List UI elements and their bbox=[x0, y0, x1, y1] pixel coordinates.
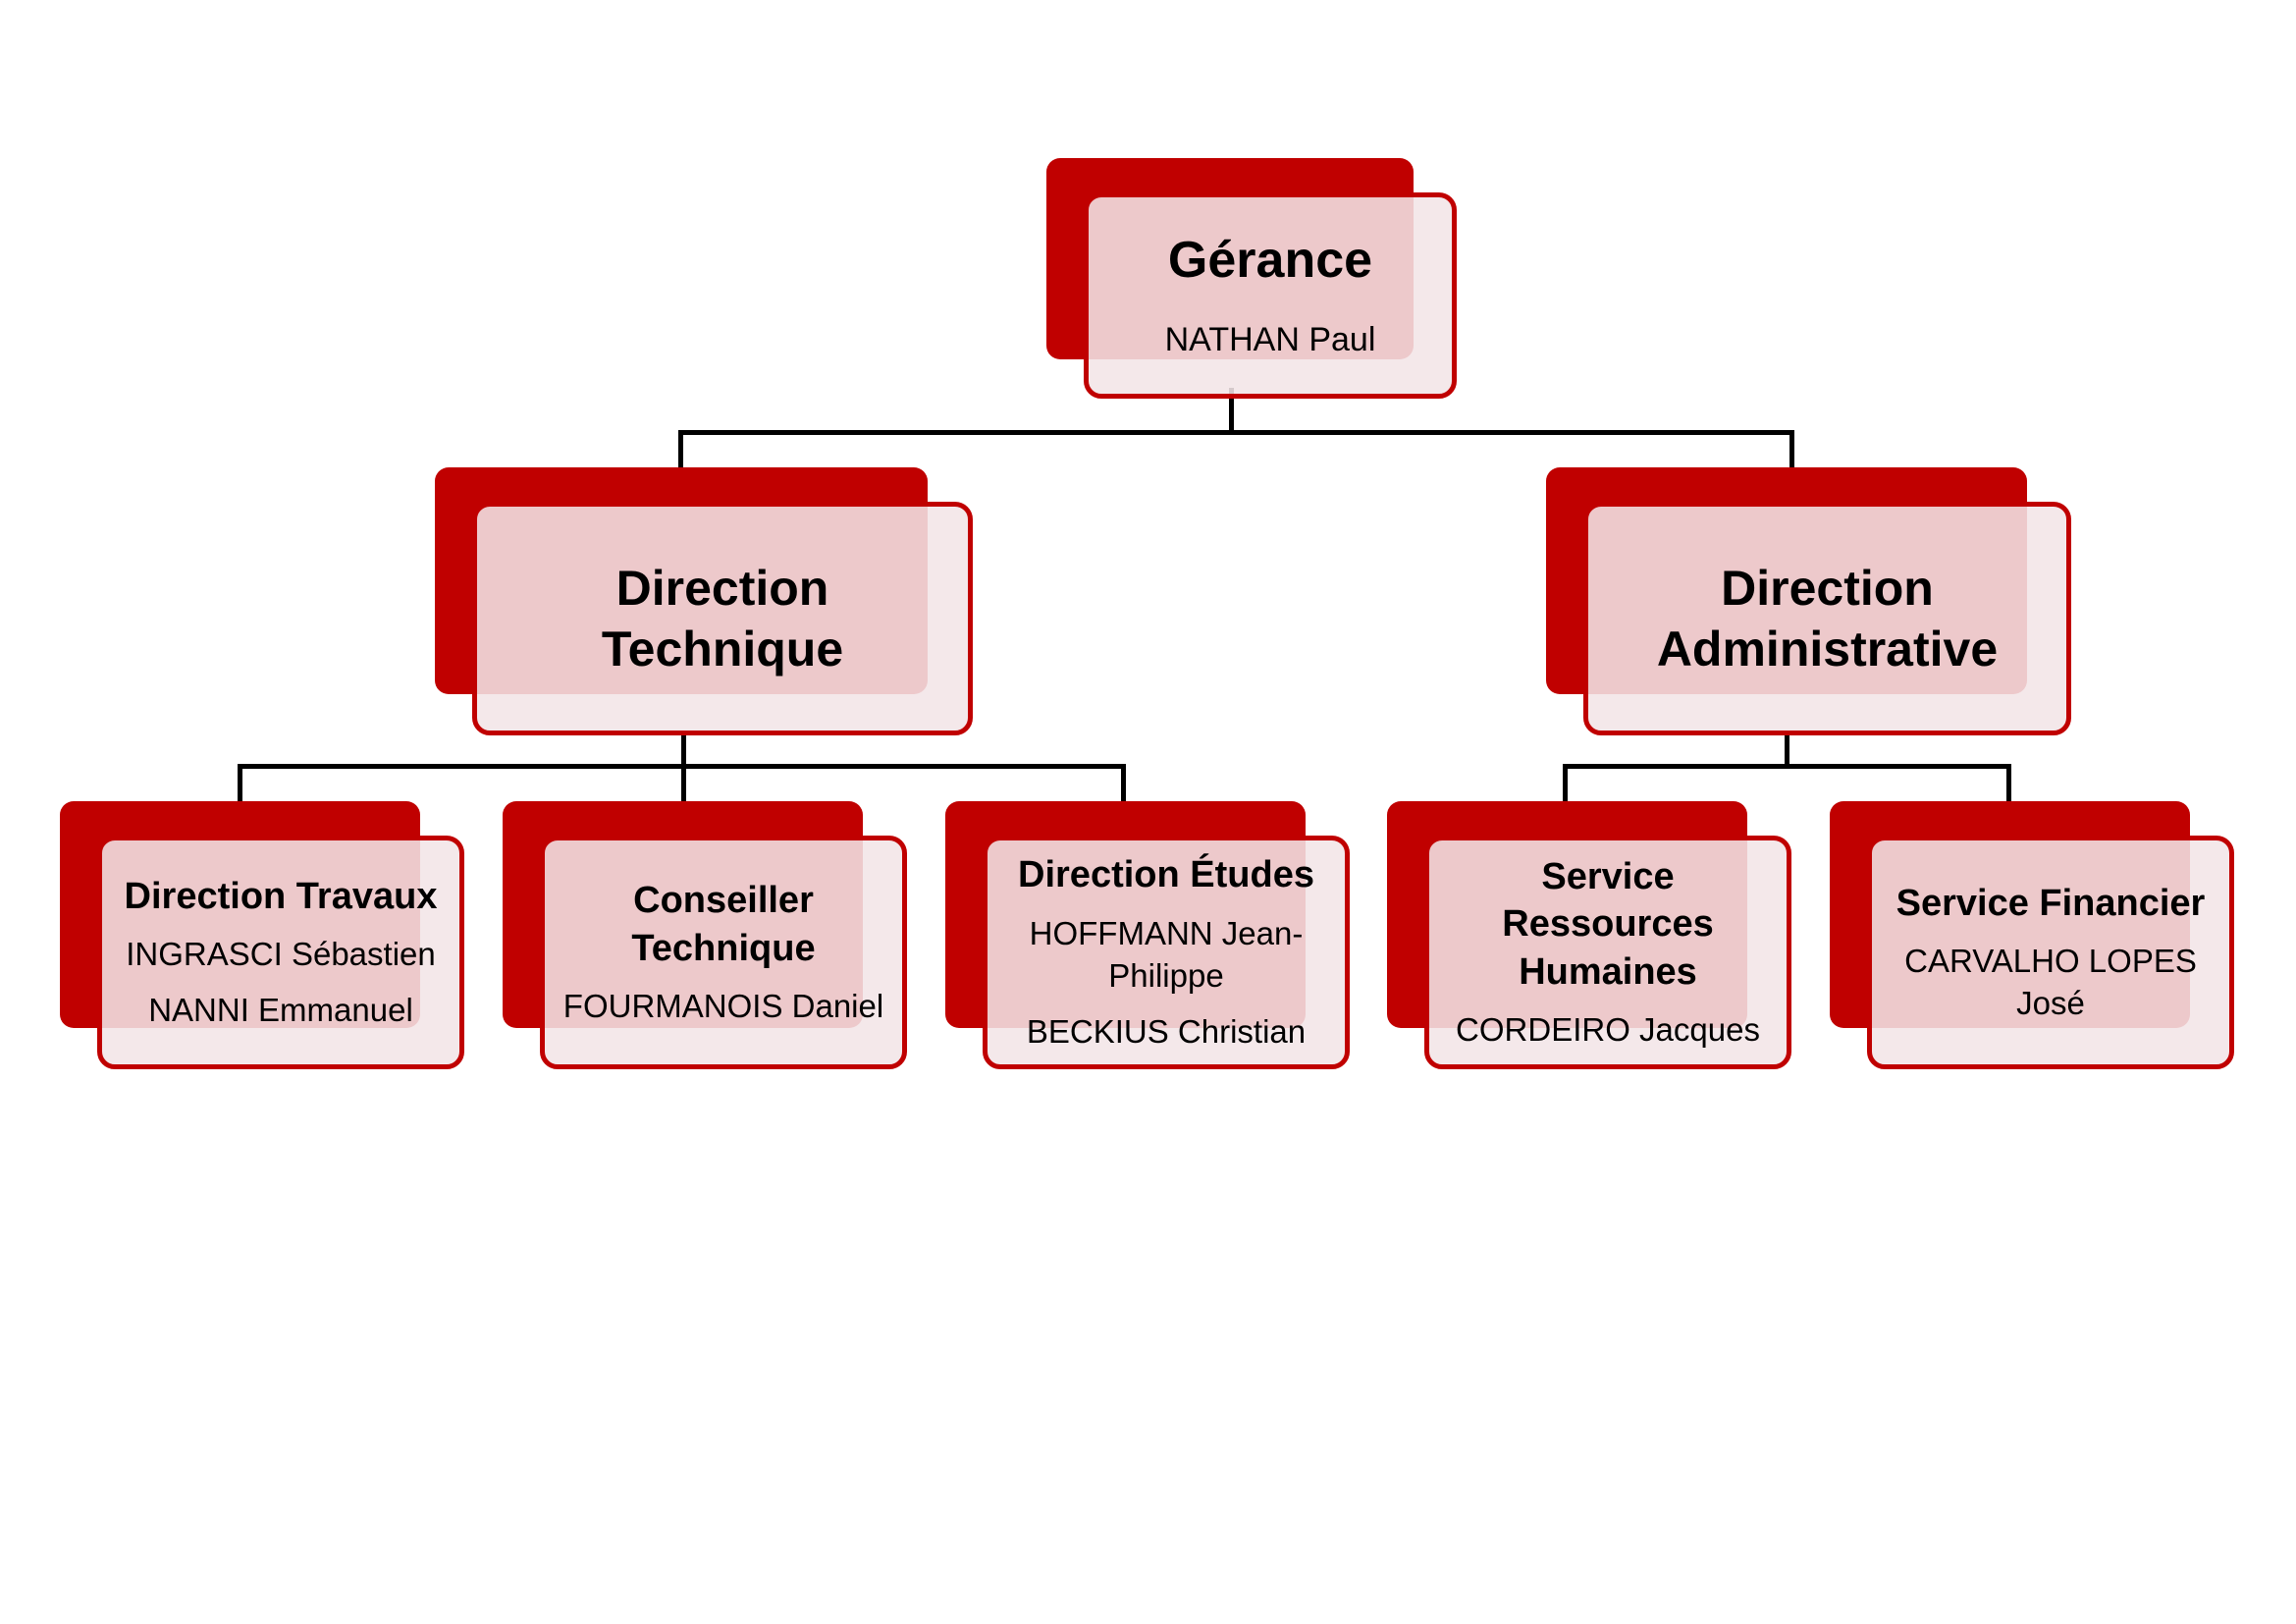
node-direction-administrative: Direction Administrative bbox=[1546, 467, 2071, 737]
node-person: INGRASCI Sébastien bbox=[126, 936, 436, 973]
node-person: CORDEIRO Jacques bbox=[1456, 1011, 1760, 1049]
connector bbox=[1121, 764, 1126, 801]
connector bbox=[1785, 731, 1789, 769]
node-card: Direction Administrative bbox=[1583, 502, 2071, 735]
node-card: Service Financier CARVALHO LOPES José bbox=[1867, 836, 2234, 1069]
connector bbox=[238, 764, 242, 801]
connector bbox=[681, 764, 686, 801]
connector bbox=[681, 731, 686, 769]
node-title: Direction Études bbox=[1018, 854, 1314, 896]
connector bbox=[1563, 764, 2011, 769]
node-card: Gérance NATHAN Paul bbox=[1084, 192, 1457, 399]
node-direction-technique: Direction Technique bbox=[435, 467, 973, 737]
node-direction-etudes: Direction Études HOFFMANN Jean-Philippe … bbox=[945, 801, 1350, 1071]
node-card: Conseiller Technique FOURMANOIS Daniel bbox=[540, 836, 907, 1069]
node-person: NATHAN Paul bbox=[1164, 321, 1376, 359]
node-card: Direction Études HOFFMANN Jean-Philippe … bbox=[983, 836, 1350, 1069]
connector bbox=[2006, 764, 2011, 801]
node-service-financier: Service Financier CARVALHO LOPES José bbox=[1830, 801, 2234, 1071]
node-person: BECKIUS Christian bbox=[1026, 1012, 1307, 1050]
connector bbox=[1563, 764, 1568, 801]
node-direction-travaux: Direction Travaux INGRASCI Sébastien NAN… bbox=[60, 801, 464, 1071]
node-service-ressources-humaines: Service Ressources Humaines CORDEIRO Jac… bbox=[1387, 801, 1791, 1071]
connector bbox=[678, 430, 1794, 435]
node-conseiller-technique: Conseiller Technique FOURMANOIS Daniel bbox=[503, 801, 907, 1071]
node-card: Service Ressources Humaines CORDEIRO Jac… bbox=[1424, 836, 1791, 1069]
node-card: Direction Technique bbox=[472, 502, 973, 735]
node-title: Gérance bbox=[1167, 232, 1373, 290]
node-title: Service Financier bbox=[1896, 882, 2206, 924]
node-person: NANNI Emmanuel bbox=[148, 992, 413, 1029]
node-title: Direction Technique bbox=[601, 561, 844, 677]
node-person: CARVALHO LOPES José bbox=[1904, 943, 2197, 1022]
node-title: Direction Travaux bbox=[124, 875, 438, 917]
connector bbox=[1789, 430, 1794, 467]
node-person: FOURMANOIS Daniel bbox=[562, 988, 884, 1025]
node-title: Conseiller Technique bbox=[631, 879, 816, 969]
node-card: Direction Travaux INGRASCI Sébastien NAN… bbox=[97, 836, 464, 1069]
connector bbox=[1229, 388, 1234, 435]
node-person: HOFFMANN Jean-Philippe bbox=[1029, 914, 1304, 994]
connector bbox=[678, 430, 683, 467]
node-title: Service Ressources Humaines bbox=[1502, 855, 1714, 993]
node-title: Direction Administrative bbox=[1656, 561, 1999, 677]
node-gerance: Gérance NATHAN Paul bbox=[1046, 158, 1457, 402]
